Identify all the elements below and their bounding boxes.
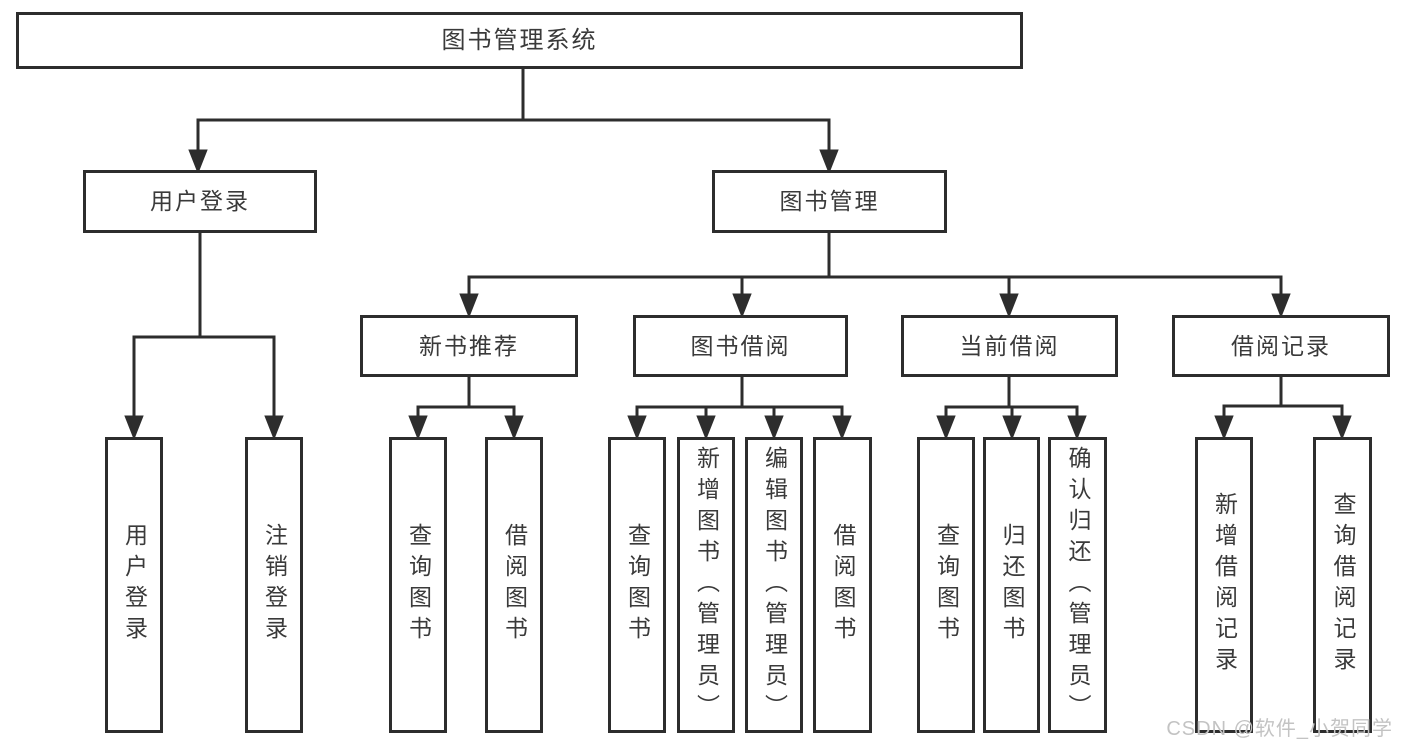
connector-recommend-to-leaves: [408, 377, 524, 441]
leaf-current-confirm-return-admin-label: 确认归还（管理员）: [1065, 445, 1091, 725]
node-borrow-records-label: 借阅记录: [1231, 332, 1331, 359]
connector-current-to-leaves: [936, 377, 1087, 441]
leaf-borrow-query-book: 查询图书: [608, 437, 666, 733]
connector-borrow-to-leaves: [627, 377, 852, 441]
leaf-current-return-book: 归还图书: [983, 437, 1040, 733]
connector-bookmgmt-to-level3: [459, 233, 1291, 319]
node-user-login-label: 用户登录: [150, 188, 250, 214]
leaf-borrow-borrow-book: 借阅图书: [813, 437, 872, 733]
node-book-borrow: 图书借阅: [633, 315, 848, 377]
leaf-records-add-record: 新增借阅记录: [1195, 437, 1253, 733]
csdn-watermark: CSDN @软件_小贺同学: [1166, 718, 1393, 740]
node-borrow-records: 借阅记录: [1172, 315, 1390, 377]
leaf-recommend-borrow-book-label: 借阅图书: [501, 523, 528, 647]
leaf-borrow-add-book-admin-label: 新增图书（管理员）: [693, 445, 720, 725]
leaf-current-confirm-return-admin: 确认归还（管理员）: [1048, 437, 1107, 733]
leaf-logout: 注销登录: [245, 437, 303, 733]
node-book-management: 图书管理: [712, 170, 947, 233]
leaf-records-query-record-label: 查询借阅记录: [1330, 492, 1356, 678]
leaf-records-query-record: 查询借阅记录: [1313, 437, 1372, 733]
leaf-recommend-query-book: 查询图书: [389, 437, 447, 733]
connector-records-to-leaves: [1214, 377, 1352, 441]
leaf-borrow-add-book-admin: 新增图书（管理员）: [677, 437, 735, 733]
node-root: 图书管理系统: [16, 12, 1023, 69]
leaf-current-query-book: 查询图书: [917, 437, 975, 733]
leaf-current-return-book-label: 归还图书: [999, 523, 1025, 647]
leaf-borrow-edit-book-admin: 编辑图书（管理员）: [745, 437, 803, 733]
node-root-label: 图书管理系统: [441, 26, 598, 54]
node-book-management-label: 图书管理: [779, 188, 880, 214]
leaf-borrow-edit-book-admin-label: 编辑图书（管理员）: [761, 445, 788, 725]
leaf-borrow-borrow-book-label: 借阅图书: [830, 523, 856, 647]
node-new-book-recommend-label: 新书推荐: [419, 332, 519, 359]
leaf-user-login: 用户登录: [105, 437, 163, 733]
leaf-recommend-query-book-label: 查询图书: [405, 523, 432, 647]
leaf-logout-label: 注销登录: [261, 523, 288, 647]
connector-root-to-level2: [188, 69, 839, 175]
node-current-borrow: 当前借阅: [901, 315, 1118, 377]
node-book-borrow-label: 图书借阅: [690, 332, 791, 359]
leaf-recommend-borrow-book: 借阅图书: [485, 437, 543, 733]
node-user-login: 用户登录: [83, 170, 317, 233]
leaf-borrow-query-book-label: 查询图书: [624, 523, 651, 647]
leaf-user-login-label: 用户登录: [121, 523, 148, 647]
node-current-borrow-label: 当前借阅: [959, 332, 1060, 359]
node-new-book-recommend: 新书推荐: [360, 315, 578, 377]
leaf-records-add-record-label: 新增借阅记录: [1211, 492, 1238, 678]
connector-userlogin-to-leaves: [124, 233, 284, 441]
leaf-current-query-book-label: 查询图书: [933, 523, 960, 647]
